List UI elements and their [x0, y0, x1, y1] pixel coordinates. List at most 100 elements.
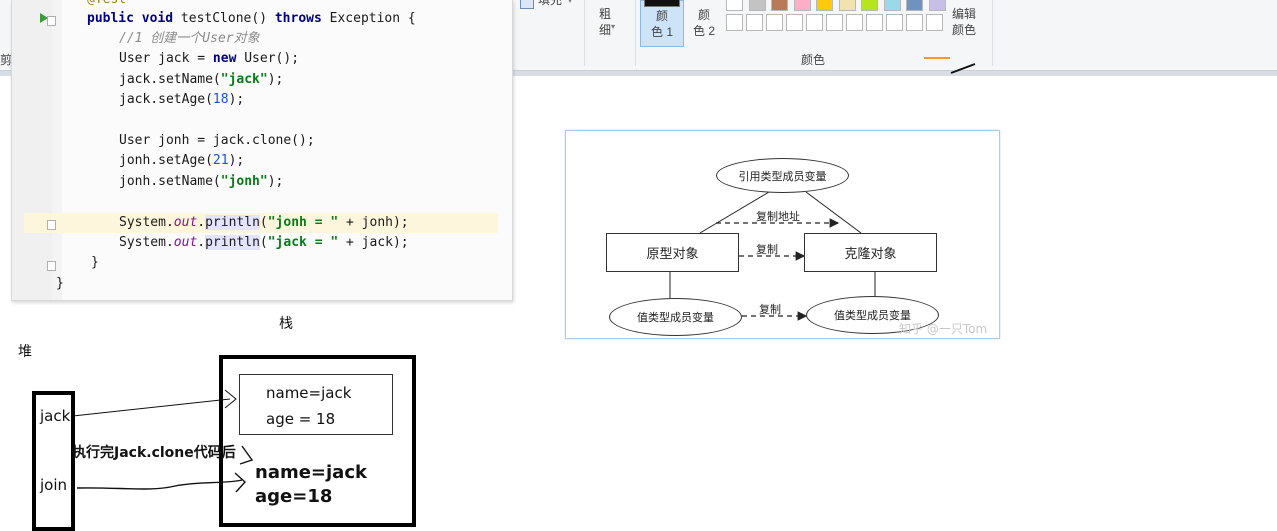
code-line: jonh.setName("jonh"); — [119, 172, 283, 192]
fill-button[interactable]: 填充 ▾ — [518, 0, 588, 10]
color1-button[interactable]: 颜 色 1 — [640, 0, 684, 47]
current-line-highlight — [24, 213, 498, 233]
stack-label: 栈 — [279, 316, 293, 332]
palette-swatch-custom[interactable] — [786, 14, 803, 31]
watermark: 知乎 @一只Tom — [899, 322, 988, 336]
palette-swatch-custom[interactable] — [866, 14, 883, 31]
palette-swatch[interactable] — [793, 0, 811, 11]
method-token: println — [205, 235, 260, 250]
clone-diagram: 引用类型成员变量 复制地址 原型对象 复制 克隆对象 值类型成员变量 复制 值类… — [565, 130, 1000, 339]
palette-swatch[interactable] — [883, 0, 901, 11]
code-token: User jack = — [119, 51, 213, 66]
color-palette[interactable] — [726, 0, 946, 34]
color1-label: 颜 色 1 — [650, 9, 673, 39]
code-token: ( — [259, 215, 268, 230]
after-clone-note: 执行完Jack.clone代码后 — [72, 445, 236, 461]
keyword-token: throws — [274, 11, 330, 26]
value-member-right-node: 值类型成员变量 — [806, 296, 939, 334]
palette-swatch-custom[interactable] — [846, 14, 863, 31]
ribbon-bottom-edge — [0, 70, 1277, 77]
ribbon-partial-label: 剪 — [0, 53, 13, 67]
number-token: 21 — [212, 153, 229, 168]
code-token: jonh.setAge( — [119, 153, 213, 168]
code-token: jonh.setName( — [119, 174, 221, 189]
string-token: "jonh = " — [267, 215, 339, 230]
code-line: System.out.println("jonh = " + jonh); — [119, 213, 409, 233]
heap-label: 堆 — [18, 344, 32, 360]
palette-swatch[interactable] — [726, 0, 743, 11]
reference-arrows — [72, 389, 254, 493]
code-token: System. — [119, 215, 174, 230]
diagram-connectors — [669, 191, 876, 321]
fold-icon[interactable] — [47, 261, 56, 271]
copy-label-2: 复制 — [759, 303, 781, 316]
code-token: . — [197, 215, 206, 230]
annotation-token: @Test — [87, 0, 126, 7]
edit-colors-button[interactable]: 编辑 颜色 — [950, 6, 980, 40]
palette-swatch[interactable] — [906, 0, 923, 11]
palette-swatch-custom[interactable] — [806, 14, 823, 31]
code-line: } — [91, 253, 99, 273]
code-token: ); — [228, 92, 245, 107]
palette-swatch-custom[interactable] — [906, 14, 923, 31]
palette-swatch-custom[interactable] — [886, 14, 903, 31]
code-token: jack.setAge( — [119, 92, 213, 107]
prototype-node: 原型对象 — [606, 233, 739, 272]
ribbon-separator — [635, 0, 636, 66]
breakpoint-marker-icon[interactable] — [47, 220, 56, 230]
var-join: join — [40, 476, 68, 494]
method-token: println — [205, 215, 260, 230]
color1-swatch — [644, 0, 680, 7]
code-token: ); — [267, 72, 284, 87]
fold-icon[interactable] — [47, 16, 56, 26]
palette-swatch-custom[interactable] — [926, 14, 943, 31]
palette-swatch-custom[interactable] — [746, 14, 763, 31]
code-token: } — [56, 276, 64, 291]
color2-button[interactable]: 颜 色 2 — [686, 0, 722, 45]
editor-gutter — [12, 0, 52, 300]
code-line: System.out.println("jack = " + jack); — [119, 233, 409, 253]
var-jack: jack — [40, 407, 71, 425]
code-token: Exception { — [329, 11, 416, 26]
fill-label: 填充 — [538, 0, 563, 7]
ribbon-separator — [992, 0, 993, 66]
palette-swatch[interactable] — [838, 0, 856, 11]
palette-swatch-custom[interactable] — [766, 14, 783, 31]
chevron-down-icon: ▾ — [568, 0, 573, 5]
string-token: "jonh" — [220, 174, 268, 189]
code-token: . — [197, 235, 206, 250]
code-token: System. — [119, 235, 174, 250]
run-test-icon[interactable] — [40, 13, 48, 23]
palette-swatch[interactable] — [771, 0, 788, 11]
code-line: } — [56, 274, 64, 294]
palette-swatch[interactable] — [861, 0, 878, 11]
fill-icon — [520, 0, 534, 9]
outline-width-button[interactable]: 粗 细 ▾ — [592, 6, 622, 40]
keyword-token: new — [212, 51, 245, 66]
colors-group-label: 颜色 — [800, 53, 825, 67]
copy-label: 复制 — [756, 243, 778, 256]
chevron-down-icon: ▾ — [611, 22, 616, 31]
code-line: User jack = new User(); — [119, 49, 299, 69]
code-token: ); — [267, 174, 284, 189]
number-token: 18 — [212, 92, 229, 107]
string-token: "jack = " — [267, 235, 339, 250]
palette-swatch-custom[interactable] — [726, 14, 743, 31]
code-token: ( — [259, 235, 268, 250]
code-line: //1 创建一个User对象 — [119, 29, 260, 49]
keyword-token: public void — [87, 11, 181, 26]
outline-width-label: 粗 细 — [598, 7, 611, 37]
editor-fold-gutter — [52, 0, 62, 300]
palette-swatch-custom[interactable] — [826, 14, 843, 31]
code-line: jack.setAge(18); — [119, 90, 244, 110]
stack-box — [219, 355, 416, 527]
code-line: @Test — [87, 0, 126, 10]
copy-address-label: 复制地址 — [756, 210, 800, 223]
palette-swatch[interactable] — [816, 0, 833, 11]
code-token: + jonh); — [338, 215, 409, 230]
field-token: out — [173, 215, 198, 230]
code-token: testClone() — [180, 11, 275, 26]
string-token: "jack" — [220, 72, 268, 87]
palette-swatch[interactable] — [748, 0, 766, 11]
palette-swatch[interactable] — [928, 0, 946, 11]
